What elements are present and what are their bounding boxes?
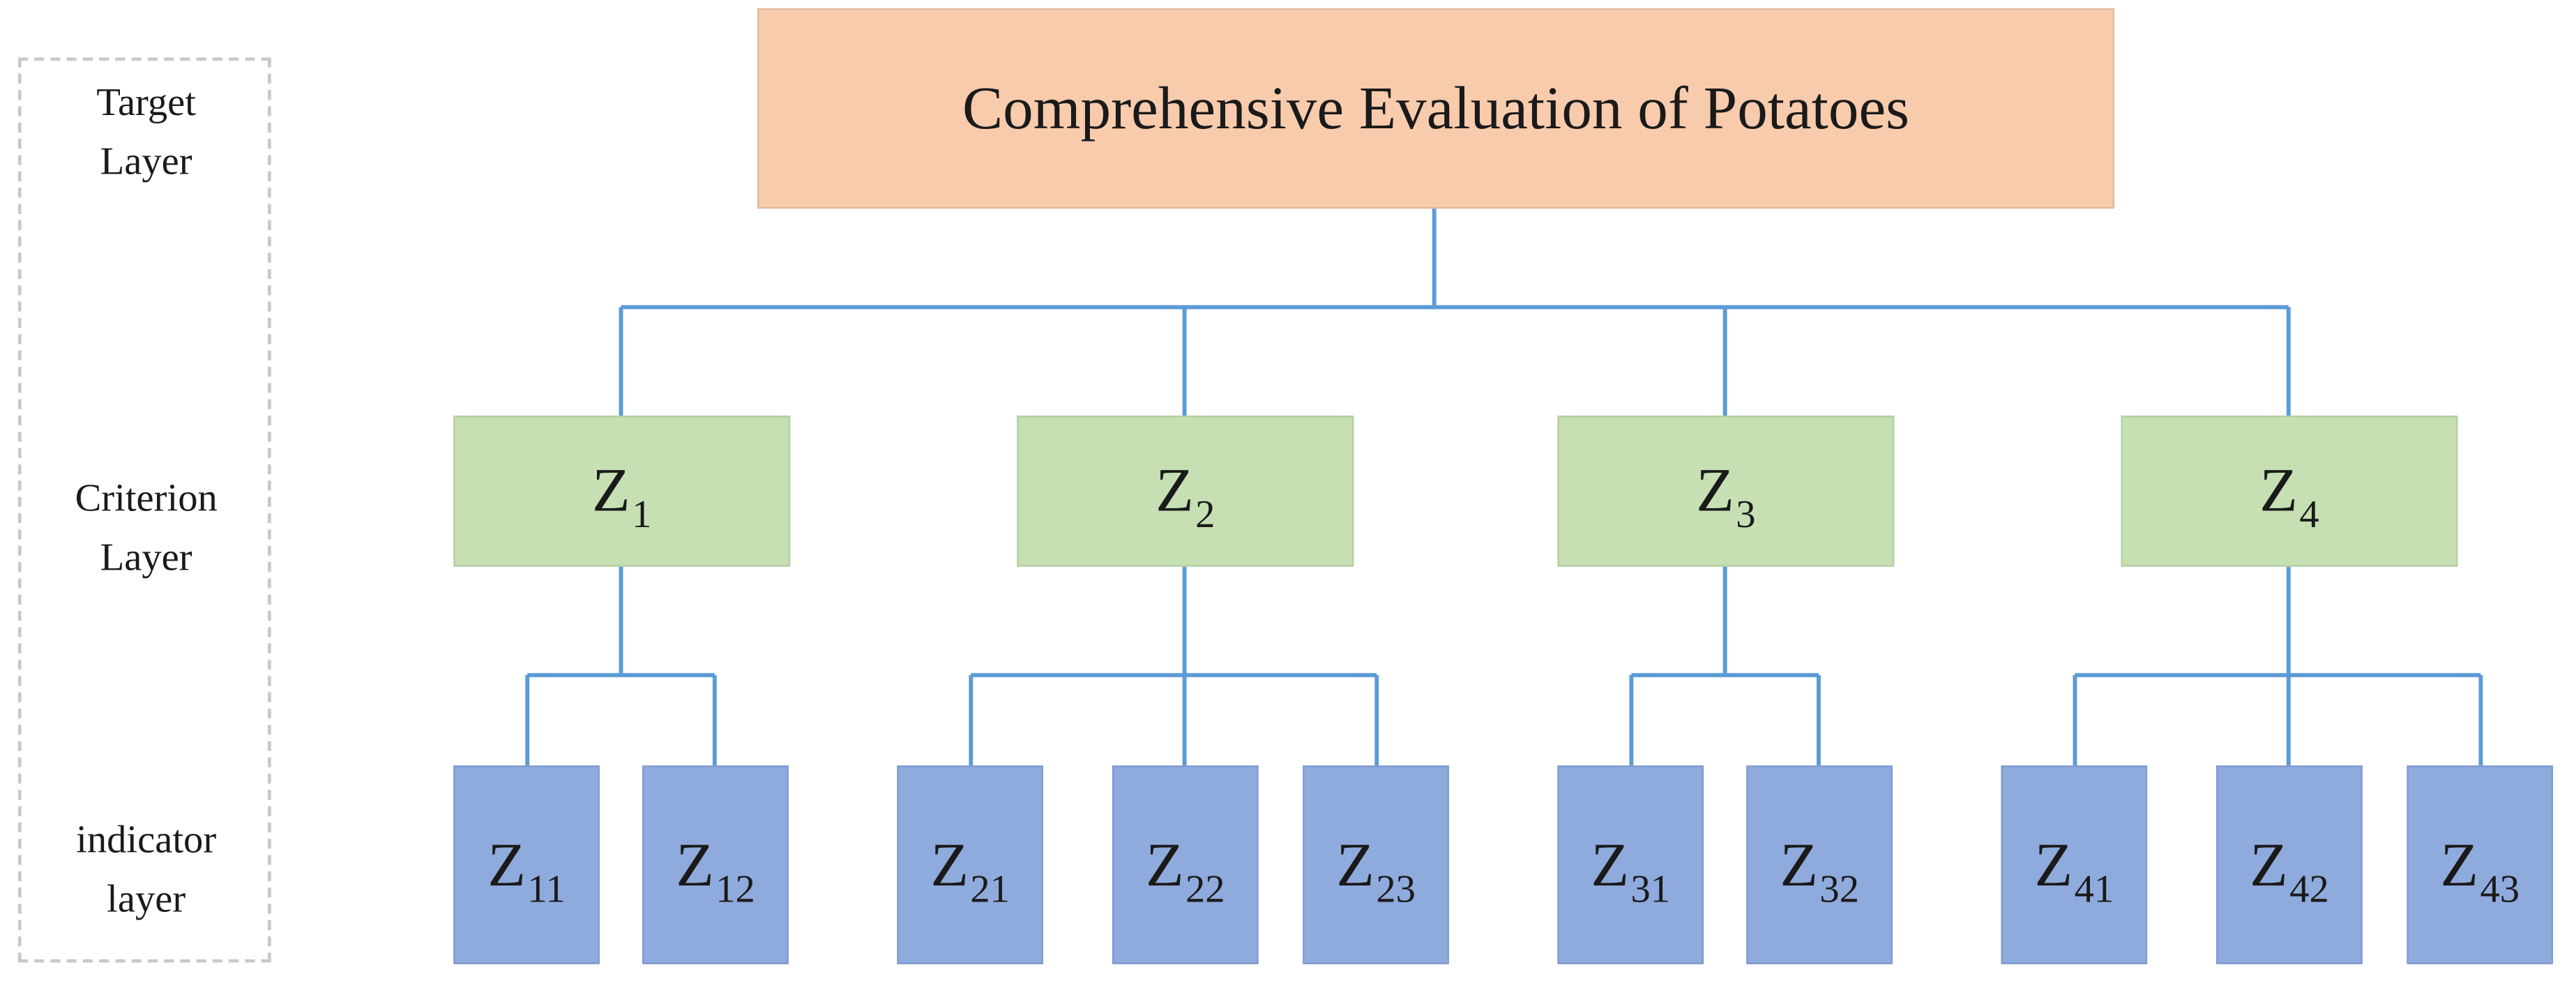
- layer-label-criterion: Criterion Layer: [0, 470, 292, 588]
- node-symbol: Z: [592, 456, 630, 526]
- node-symbol: Z: [487, 830, 526, 899]
- node-subscript: 1: [632, 494, 652, 538]
- layer-label-line: Criterion: [75, 478, 218, 521]
- criterion-node-z4: Z4: [2121, 416, 2458, 567]
- indicator-node-z32: Z32: [1746, 765, 1893, 964]
- node-subscript: 41: [2074, 868, 2114, 911]
- indicator-node-z43: Z43: [2407, 765, 2554, 964]
- node-symbol: Z: [1156, 456, 1194, 526]
- node-subscript: 32: [1819, 868, 1859, 911]
- node-subscript: 31: [1630, 868, 1671, 911]
- criterion-node-z1: Z1: [453, 416, 791, 567]
- node-symbol: Z: [2440, 830, 2479, 899]
- node-subscript: 21: [970, 868, 1010, 911]
- node-symbol: Z: [1591, 830, 1630, 899]
- indicator-node-z31: Z31: [1557, 765, 1704, 964]
- layer-label-line: indicator: [76, 819, 217, 862]
- node-symbol: Z: [930, 830, 969, 899]
- node-subscript: 12: [715, 868, 755, 911]
- target-label: Comprehensive Evaluation of Potatoes: [962, 75, 1910, 142]
- node-subscript: 23: [1376, 868, 1416, 911]
- indicator-node-z42: Z42: [2216, 765, 2363, 964]
- node-symbol: Z: [2259, 456, 2298, 526]
- node-subscript: 4: [2299, 494, 2319, 538]
- node-subscript: 2: [1195, 494, 1215, 538]
- node-symbol: Z: [676, 830, 714, 899]
- node-subscript: 3: [1736, 494, 1756, 538]
- layer-label-line: Layer: [100, 141, 192, 184]
- indicator-node-z11: Z11: [453, 765, 600, 964]
- node-symbol: Z: [2250, 830, 2288, 899]
- criterion-node-z3: Z3: [1557, 416, 1895, 567]
- indicator-node-z22: Z22: [1112, 765, 1259, 964]
- indicator-node-z12: Z12: [642, 765, 789, 964]
- layer-label-target: Target Layer: [0, 74, 292, 192]
- node-subscript: 43: [2480, 868, 2520, 911]
- criterion-node-z2: Z2: [1017, 416, 1354, 567]
- layer-legend-frame: [17, 57, 271, 963]
- layer-label-indicator: indicator layer: [0, 812, 292, 930]
- node-symbol: Z: [1780, 830, 1819, 899]
- node-subscript: 22: [1185, 868, 1225, 911]
- indicator-node-z21: Z21: [897, 765, 1043, 964]
- node-subscript: 42: [2289, 868, 2329, 911]
- target-node: Comprehensive Evaluation of Potatoes: [757, 8, 2115, 209]
- layer-label-line: Layer: [100, 537, 192, 580]
- node-symbol: Z: [2034, 830, 2073, 899]
- node-symbol: Z: [1145, 830, 1184, 899]
- node-subscript: 11: [527, 868, 566, 911]
- indicator-node-z41: Z41: [2001, 765, 2148, 964]
- layer-label-line: Target: [96, 82, 196, 126]
- node-symbol: Z: [1696, 456, 1734, 526]
- layer-label-line: layer: [107, 878, 186, 922]
- node-symbol: Z: [1336, 830, 1374, 899]
- indicator-node-z23: Z23: [1303, 765, 1449, 964]
